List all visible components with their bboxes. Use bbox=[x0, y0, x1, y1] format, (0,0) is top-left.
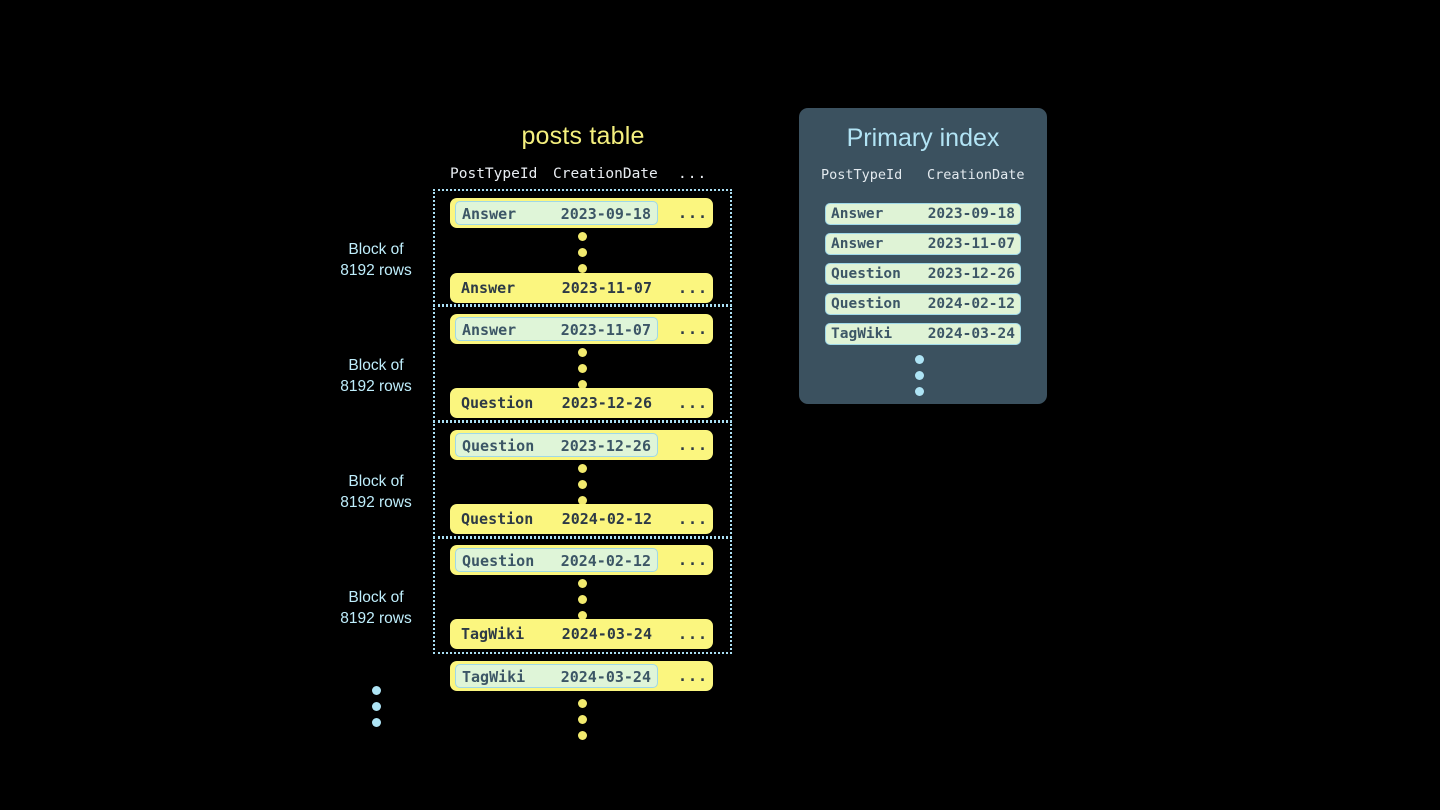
cell-posttypeid: Question bbox=[462, 552, 535, 570]
row-cells: TagWiki 2024-03-24 bbox=[455, 622, 658, 646]
cell-creationdate: 2023-12-26 bbox=[560, 437, 651, 455]
cell-creationdate: 2024-03-24 bbox=[561, 625, 652, 643]
cell-creationdate: 2023-12-26 bbox=[927, 266, 1015, 282]
cell-posttypeid: Answer bbox=[462, 205, 517, 223]
cell-creationdate: 2023-11-07 bbox=[561, 279, 652, 297]
cell-posttypeid: Answer bbox=[831, 206, 884, 222]
cell-creationdate: 2024-02-12 bbox=[927, 296, 1015, 312]
cell-posttypeid: TagWiki bbox=[461, 625, 525, 643]
row-highlight-cells: Question 2024-02-12 bbox=[455, 548, 658, 572]
index-entry: Answer 2023-09-18 bbox=[825, 203, 1021, 225]
index-entry: Question 2024-02-12 bbox=[825, 293, 1021, 315]
cell-creationdate: 2024-02-12 bbox=[561, 510, 652, 528]
row-cells: Question 2024-02-12 bbox=[455, 507, 658, 531]
row-cells: Question 2023-12-26 bbox=[455, 391, 658, 415]
cell-posttypeid: Question bbox=[462, 437, 535, 455]
table-row: Question 2023-12-26 ... bbox=[450, 430, 713, 460]
posts-table-column-headers: PostTypeId CreationDate ... bbox=[450, 166, 713, 186]
table-row: Question 2023-12-26 ... bbox=[450, 388, 713, 418]
cell-posttypeid: Answer bbox=[462, 321, 517, 339]
row-ellipsis-dots bbox=[576, 579, 588, 620]
column-header-creationdate: CreationDate bbox=[927, 167, 1025, 183]
cell-more: ... bbox=[678, 510, 709, 528]
column-header-posttypeid: PostTypeId bbox=[821, 167, 903, 183]
primary-index-column-headers: PostTypeId CreationDate bbox=[821, 167, 1025, 187]
primary-index-panel: Primary index PostTypeId CreationDate An… bbox=[799, 108, 1047, 404]
table-row: Answer 2023-11-07 ... bbox=[450, 314, 713, 344]
cell-creationdate: 2024-03-24 bbox=[560, 668, 651, 686]
cell-creationdate: 2023-12-26 bbox=[561, 394, 652, 412]
cell-posttypeid: Question bbox=[831, 266, 901, 282]
cell-posttypeid: Question bbox=[831, 296, 901, 312]
cell-posttypeid: TagWiki bbox=[831, 326, 893, 342]
column-header-more: ... bbox=[678, 166, 708, 182]
cell-more: ... bbox=[678, 436, 709, 454]
table-row: Question 2024-02-12 ... bbox=[450, 545, 713, 575]
cell-creationdate: 2023-11-07 bbox=[927, 236, 1015, 252]
row-ellipsis-dots bbox=[576, 464, 588, 505]
table-block-4 bbox=[433, 537, 732, 654]
cell-creationdate: 2024-02-12 bbox=[560, 552, 651, 570]
index-entry: Answer 2023-11-07 bbox=[825, 233, 1021, 255]
row-highlight-cells: Answer 2023-09-18 bbox=[455, 201, 658, 225]
primary-index-title: Primary index bbox=[846, 124, 1000, 152]
column-header-creationdate: CreationDate bbox=[553, 166, 658, 182]
block-label-1: Block of 8192 rows bbox=[340, 241, 412, 279]
row-highlight-cells: Answer 2023-11-07 bbox=[455, 317, 658, 341]
cell-posttypeid: TagWiki bbox=[462, 668, 526, 686]
block-label-3: Block of 8192 rows bbox=[340, 473, 412, 511]
posts-table-title: posts table bbox=[521, 122, 645, 150]
cell-creationdate: 2023-09-18 bbox=[560, 205, 651, 223]
cell-more: ... bbox=[678, 279, 709, 297]
cell-creationdate: 2023-09-18 bbox=[927, 206, 1015, 222]
block-label-2: Block of 8192 rows bbox=[340, 357, 412, 395]
table-row: Question 2024-02-12 ... bbox=[450, 504, 713, 534]
index-continuation-dots bbox=[913, 355, 925, 396]
cell-posttypeid: Question bbox=[461, 510, 534, 528]
table-row: Answer 2023-09-18 ... bbox=[450, 198, 713, 228]
cell-creationdate: 2023-11-07 bbox=[560, 321, 651, 339]
table-row: TagWiki 2024-03-24 ... bbox=[450, 619, 713, 649]
cell-more: ... bbox=[678, 394, 709, 412]
cell-more: ... bbox=[678, 320, 709, 338]
index-entry: TagWiki 2024-03-24 bbox=[825, 323, 1021, 345]
cell-more: ... bbox=[678, 625, 709, 643]
index-entry: Question 2023-12-26 bbox=[825, 263, 1021, 285]
row-ellipsis-dots bbox=[576, 348, 588, 389]
cell-more: ... bbox=[678, 667, 709, 685]
cell-posttypeid: Answer bbox=[461, 279, 516, 297]
table-row: Answer 2023-11-07 ... bbox=[450, 273, 713, 303]
column-header-posttypeid: PostTypeId bbox=[450, 166, 538, 182]
row-highlight-cells: Question 2023-12-26 bbox=[455, 433, 658, 457]
row-cells: Answer 2023-11-07 bbox=[455, 276, 658, 300]
cell-more: ... bbox=[678, 204, 709, 222]
table-row-trailing: TagWiki 2024-03-24 ... bbox=[450, 661, 713, 691]
cell-posttypeid: Answer bbox=[831, 236, 884, 252]
table-continuation-dots bbox=[576, 699, 588, 740]
blocks-continuation-dots bbox=[370, 686, 382, 727]
row-highlight-cells: TagWiki 2024-03-24 bbox=[455, 664, 658, 688]
cell-creationdate: 2024-03-24 bbox=[927, 326, 1015, 342]
cell-posttypeid: Question bbox=[461, 394, 534, 412]
row-ellipsis-dots bbox=[576, 232, 588, 273]
cell-more: ... bbox=[678, 551, 709, 569]
block-label-4: Block of 8192 rows bbox=[340, 589, 412, 627]
